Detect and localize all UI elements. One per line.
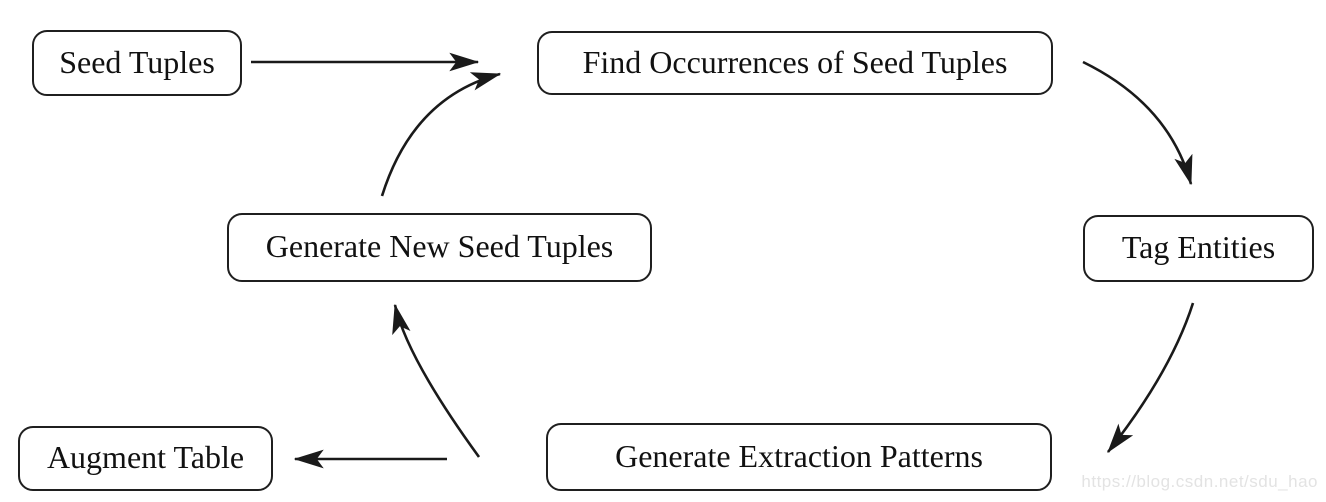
node-generate-new-seed-tuples: Generate New Seed Tuples	[227, 213, 652, 282]
arrow-find-occurrences-to-tag-entities	[1082, 60, 1193, 186]
node-generate-extraction-patterns: Generate Extraction Patterns	[546, 423, 1052, 491]
node-seed-tuples: Seed Tuples	[32, 30, 242, 96]
arrow-generate-extraction-patterns-to-generate-new-seed-tuples	[392, 303, 481, 458]
arrow-generate-new-seed-tuples-to-find-occurrences	[380, 72, 502, 197]
arrow-tag-entities-to-generate-extraction-patterns	[1106, 302, 1195, 453]
node-tag-entities: Tag Entities	[1083, 215, 1314, 282]
node-find-occurrences: Find Occurrences of Seed Tuples	[537, 31, 1053, 95]
node-augment-table: Augment Table	[18, 426, 273, 491]
watermark: https://blog.csdn.net/sdu_hao	[1081, 472, 1318, 491]
